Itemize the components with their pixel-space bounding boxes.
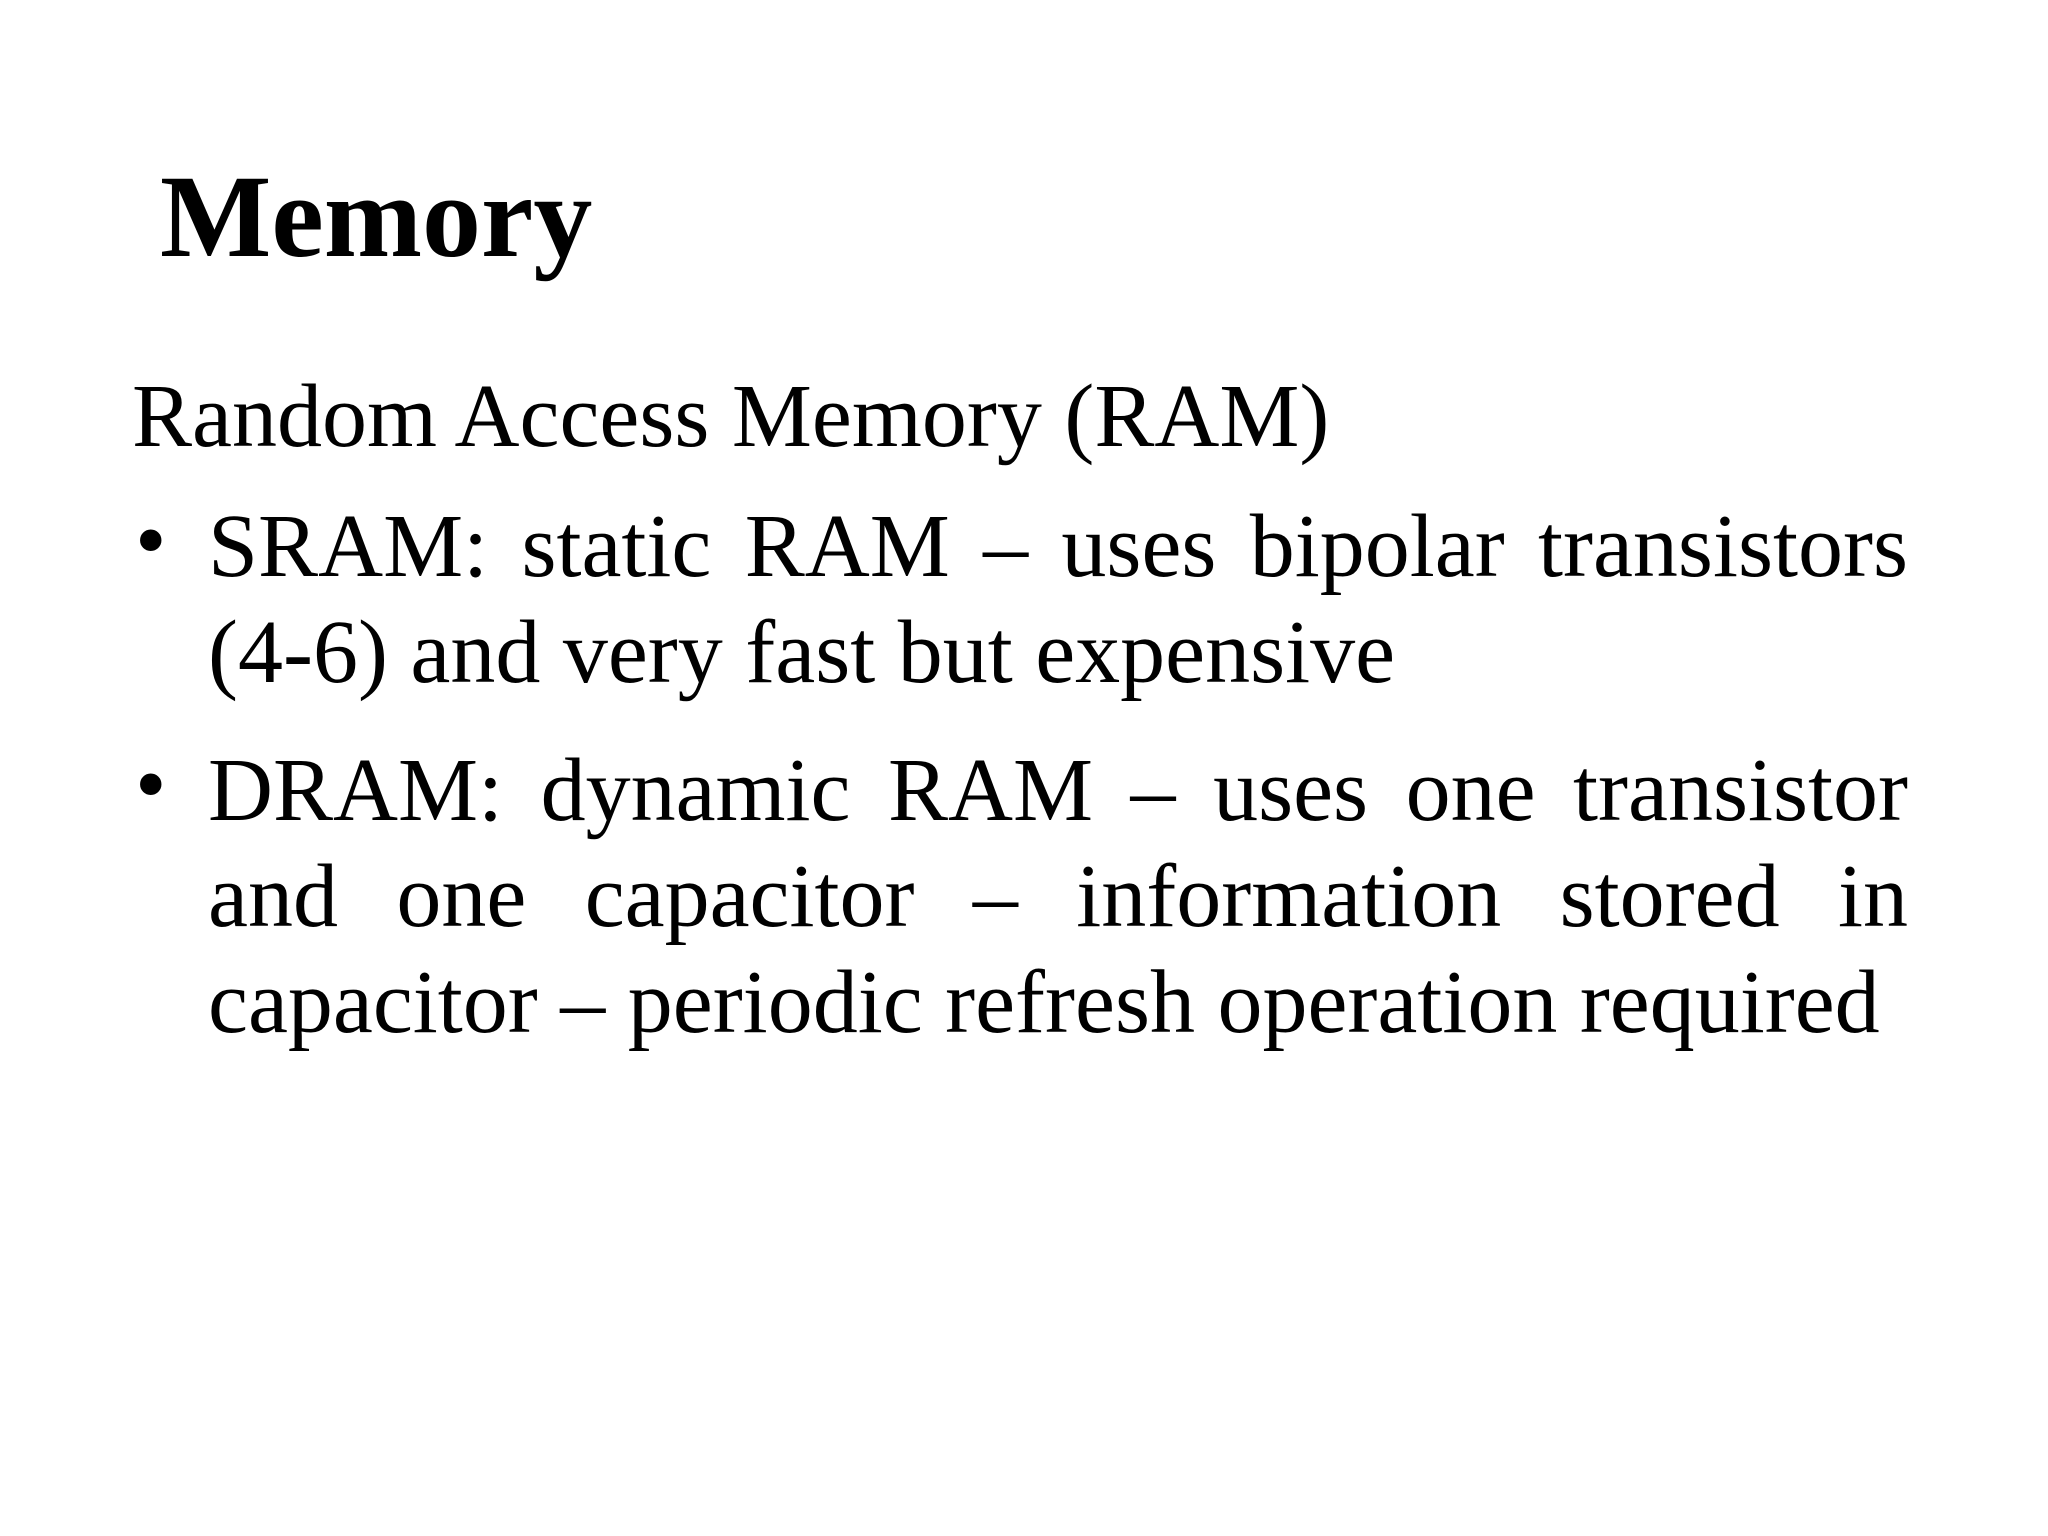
slide-body: Random Access Memory (RAM) • SRAM: stati…: [132, 364, 1908, 1056]
bullet-item-dram: • DRAM: dynamic RAM – uses one transisto…: [132, 735, 1908, 1056]
bullet-line: SRAM: static RAM – uses bipolar transist…: [208, 497, 1908, 596]
bullet-line: DRAM: dynamic RAM – uses one transistor: [208, 741, 1908, 840]
slide-title: Memory: [160, 151, 593, 282]
bullet-icon: •: [135, 491, 167, 590]
intro-paragraph: Random Access Memory (RAM): [132, 367, 1330, 466]
bullet-line: and one capacitor – information stored i…: [208, 847, 1908, 946]
bullet-item-sram: • SRAM: static RAM – uses bipolar transi…: [132, 491, 1908, 706]
bullet-icon: •: [135, 735, 167, 834]
bullet-line: capacitor – periodic refresh operation r…: [208, 953, 1880, 1052]
bullet-line: (4-6) and very fast but expensive: [208, 603, 1396, 702]
